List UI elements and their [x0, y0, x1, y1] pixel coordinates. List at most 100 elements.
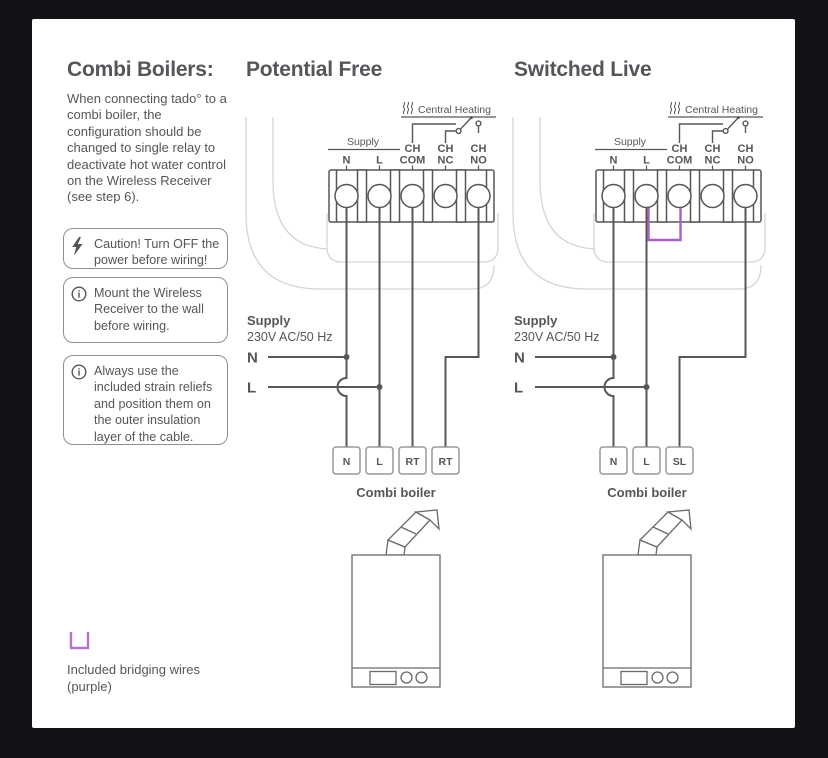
flue-duct [638, 511, 684, 548]
legend-text: Included bridging wires (purple) [67, 662, 200, 694]
boiler-terminal-labels: N L RT RT [343, 456, 453, 468]
supply-n-label: N [514, 350, 525, 367]
relay-switch-symbol [678, 116, 749, 143]
svg-text:N: N [610, 456, 618, 468]
svg-text:NO: NO [737, 155, 754, 167]
supply-rating: 230V AC/50 Hz [247, 330, 332, 344]
svg-text:N: N [610, 155, 618, 167]
central-heating-label: Central Heating [418, 104, 491, 116]
heating-waves-icon [402, 101, 414, 115]
terminal-labels: CH CH CH N L COM NC NO [610, 143, 754, 170]
boiler-knob [666, 671, 679, 684]
boiler-display [369, 670, 397, 686]
supply-group-label: Supply [614, 136, 647, 148]
svg-text:CH: CH [738, 143, 754, 155]
strain-relief-note: i Always use the included strain reliefs… [63, 355, 228, 445]
supply-text-block: Supply 230V AC/50 Hz N L [514, 313, 599, 397]
flue-duct [386, 511, 432, 548]
boiler-knob [400, 671, 413, 684]
junction-dot [610, 354, 617, 360]
svg-text:NC: NC [438, 155, 454, 167]
diagram-title-switched-live: Switched Live [514, 58, 652, 81]
terminal-labels: CH CH CH N L COM NC NO [343, 143, 487, 170]
supply-rating: 230V AC/50 Hz [514, 330, 599, 344]
svg-text:CH: CH [672, 143, 688, 155]
terminal-block [328, 169, 495, 223]
svg-text:COM: COM [400, 155, 426, 167]
svg-text:L: L [376, 155, 383, 167]
group-labels: Supply Central Heating [595, 101, 763, 151]
diagram-title-potential-free: Potential Free [246, 58, 383, 81]
terminal-block [595, 169, 762, 223]
svg-text:CH: CH [471, 143, 487, 155]
flue-cap [665, 509, 692, 531]
svg-text:NC: NC [705, 155, 721, 167]
supply-group-label: Supply [347, 136, 380, 148]
page-title: Combi Boilers: [67, 58, 214, 81]
info-icon: i [71, 285, 88, 342]
boiler-terminal-boxes [599, 446, 694, 475]
mount-note: i Mount the Wireless Receiver to the wal… [63, 277, 228, 343]
boiler-knob [651, 671, 664, 684]
boiler-illustration [602, 509, 692, 688]
boiler-terminal-labels: N L SL [610, 456, 687, 468]
svg-text:CH: CH [405, 143, 421, 155]
combi-boiler-label: Combi boiler [356, 485, 435, 500]
bridging-wire-legend: Included bridging wires (purple) [67, 631, 200, 695]
purple-bridge-symbol [69, 632, 90, 650]
terminal-ch-com [400, 183, 425, 209]
purple-bridging-wire [647, 208, 682, 242]
supply-l-label: L [247, 380, 256, 397]
svg-text:RT: RT [439, 456, 454, 468]
flue-cap [413, 509, 440, 531]
intro-paragraph: When connecting tado° to a combi boiler,… [67, 91, 227, 205]
supply-l-label: L [514, 380, 523, 397]
junction-dot [376, 384, 383, 390]
svg-text:COM: COM [667, 155, 693, 167]
svg-text:i: i [78, 289, 81, 300]
supply-n-label: N [247, 350, 258, 367]
terminal-ch-nc [700, 183, 725, 209]
combi-boiler-label: Combi boiler [607, 485, 686, 500]
instruction-sheet: Combi Boilers: Potential Free Switched L… [32, 19, 795, 728]
wires [268, 207, 480, 447]
lightning-bolt-icon [71, 236, 88, 268]
wires [535, 207, 747, 447]
svg-text:CH: CH [705, 143, 721, 155]
svg-text:L: L [643, 456, 650, 468]
supply-text-block: Supply 230V AC/50 Hz N L [247, 313, 332, 397]
wire-no-sl [678, 207, 747, 447]
central-heating-label: Central Heating [685, 104, 758, 116]
info-icon: i [71, 363, 88, 444]
supply-title: Supply [514, 313, 558, 328]
terminal-ch-no [733, 183, 758, 209]
svg-text:N: N [343, 456, 351, 468]
boiler-display [620, 670, 648, 686]
relay-switch-symbol [411, 116, 482, 143]
boiler-body [351, 554, 441, 688]
wire-no-rt [444, 207, 480, 447]
group-labels: Supply Central Heating [328, 101, 496, 151]
svg-text:NO: NO [470, 155, 487, 167]
svg-text:N: N [343, 155, 351, 167]
supply-title: Supply [247, 313, 291, 328]
boiler-body [602, 554, 692, 688]
terminal-l [634, 183, 659, 209]
caution-note-text: Caution! Turn OFF the power before wirin… [94, 237, 220, 268]
svg-text:L: L [376, 456, 383, 468]
junction-dot [343, 354, 350, 360]
junction-dot [643, 384, 650, 390]
svg-text:i: i [78, 367, 81, 378]
caution-note: Caution! Turn OFF the power before wirin… [63, 228, 228, 269]
strain-relief-note-text: Always use the included strain reliefs a… [94, 364, 213, 444]
svg-text:L: L [643, 155, 650, 167]
switched-live-diagram: Supply Central Heating CH CH CH N L [512, 101, 766, 688]
terminal-n [334, 183, 359, 209]
svg-text:SL: SL [673, 456, 687, 468]
terminal-ch-no [466, 183, 491, 209]
mount-note-text: Mount the Wireless Receiver to the wall … [94, 286, 204, 333]
potential-free-diagram: Supply Central Heating CH CH CH N [245, 101, 499, 688]
terminal-n [601, 183, 626, 209]
boiler-terminal-boxes [332, 446, 460, 475]
